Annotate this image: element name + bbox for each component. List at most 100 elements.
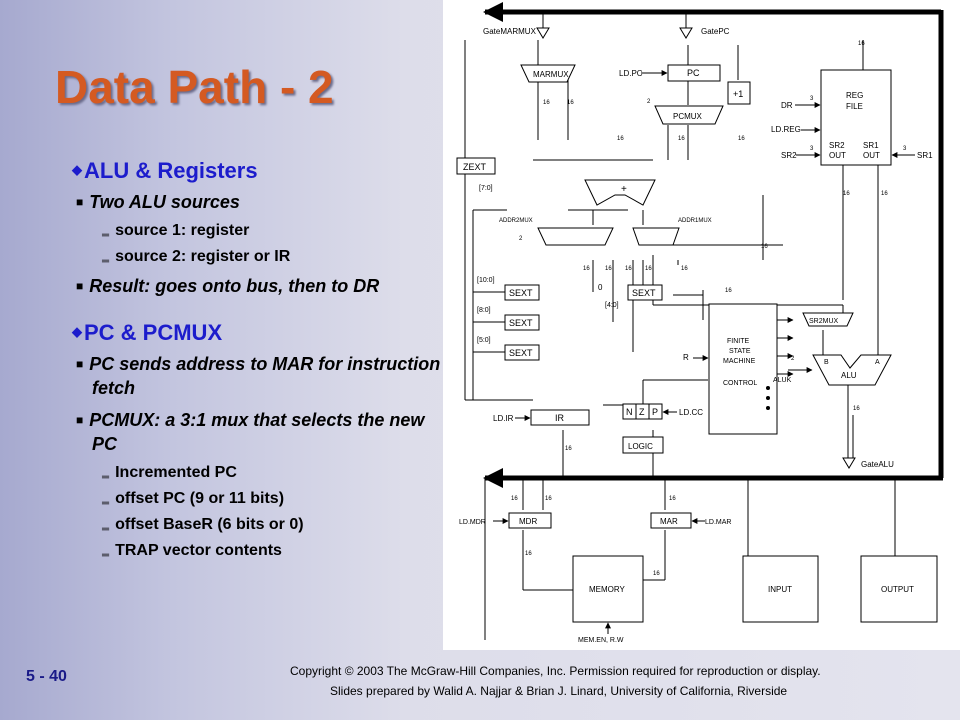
- sub-bullet-item: ═offset BaseR (6 bits or 0): [102, 516, 442, 535]
- sub-bullet-text: TRAP vector contents: [115, 542, 282, 559]
- label-pc: PC: [687, 68, 700, 78]
- width-16: 16: [605, 266, 612, 272]
- sub-bullet-text: Incremented PC: [115, 464, 237, 481]
- label-sr1out-2: OUT: [863, 151, 880, 160]
- width-16: 16: [669, 496, 676, 502]
- label-logic: LOGIC: [628, 442, 653, 451]
- logic-block: [622, 436, 664, 454]
- bus-width-labels: 16 16 16 16 16 16 16 16 16 16 16 16 16 1…: [511, 41, 907, 577]
- label-gatepc: GatePC: [701, 27, 730, 36]
- bullet-text: Two ALU sources: [89, 192, 240, 212]
- sr2mux-block: [802, 312, 854, 327]
- sext-block-9: [504, 314, 540, 331]
- copyright-notice: Copyright © 2003 The McGraw-Hill Compani…: [290, 664, 821, 678]
- label-gatemarmux: GateMARMUX: [483, 27, 537, 36]
- gate-marmux-buffer-icon: [536, 27, 550, 39]
- label-fsm-finite: FINITE: [727, 338, 749, 345]
- memory-block: [572, 555, 644, 623]
- label-bits-8-0: [8:0]: [477, 307, 491, 314]
- label-reg: REG: [846, 91, 863, 100]
- label-n: N: [626, 407, 633, 417]
- width-3: 3: [810, 96, 814, 102]
- label-control: CONTROL: [723, 380, 757, 387]
- label-zero: 0: [598, 283, 603, 292]
- incrementer: [727, 81, 751, 105]
- label-ldir: LD.IR: [493, 414, 514, 423]
- p-flag: [648, 403, 663, 420]
- bullet-item: ■ Result: goes onto bus, then to DR: [76, 274, 442, 298]
- label-mar: MAR: [660, 517, 678, 526]
- sext-block-11: [504, 284, 540, 301]
- label-sr2: SR2: [781, 151, 797, 160]
- section-heading-text: ALU & Registers: [84, 158, 258, 183]
- label-sr2mux: SR2MUX: [809, 318, 839, 325]
- label-pcmux: PCMUX: [673, 112, 703, 121]
- mdr-register: [508, 512, 552, 529]
- width-16: 16: [525, 551, 532, 557]
- datapath-diagram: GateMARMUX GatePC GateALU MARMUX PC LD.P…: [443, 0, 960, 650]
- width-2: 2: [647, 99, 651, 105]
- width-16: 16: [567, 100, 574, 106]
- width-16: 16: [858, 41, 865, 47]
- zext-block: [456, 157, 496, 175]
- bullet-text: Result: goes onto bus, then to DR: [89, 276, 380, 296]
- width-16: 16: [565, 446, 572, 452]
- sub-bullet-item: ═ source 2: register or IR: [102, 248, 442, 267]
- diamond-bullet-icon: ◆: [72, 162, 82, 177]
- marmux-block: [520, 64, 576, 83]
- slide-credits: Slides prepared by Walid A. Najjar & Bri…: [330, 684, 788, 698]
- section-heading-pc: ◆PC & PCMUX: [72, 320, 442, 346]
- sub-bullet-item: ═offset PC (9 or 11 bits): [102, 490, 442, 509]
- label-fsm-state: STATE: [729, 348, 751, 355]
- mar-register: [650, 512, 692, 529]
- top-bus: [483, 2, 944, 488]
- width-16: 16: [853, 406, 860, 412]
- alu-block: [812, 354, 892, 386]
- gate-alu-buffer-icon: [842, 457, 856, 469]
- dash-bullet-icon: ═: [102, 256, 110, 267]
- section-heading-alu: ◆ALU & Registers: [72, 158, 442, 184]
- slide-number: 5 - 40: [26, 668, 67, 685]
- addr2mux-block: [537, 227, 614, 246]
- label-adder-plus: +: [621, 184, 627, 195]
- label-sr1out-1: SR1: [863, 141, 879, 150]
- label-ldcc: LD.CC: [679, 408, 703, 417]
- sub-bullet-text: source 1: register: [115, 222, 250, 239]
- ir-register: [530, 409, 590, 426]
- dash-bullet-icon: ═: [102, 472, 110, 483]
- label-alu-b: B: [824, 359, 829, 366]
- square-bullet-icon: ■: [76, 413, 84, 427]
- sub-bullet-text: source 2: register or IR: [115, 248, 291, 265]
- bullet-text: PC sends address to MAR for instruction …: [89, 354, 441, 398]
- label-fsm-machine: MACHINE: [723, 358, 756, 365]
- width-2: 2: [519, 236, 523, 242]
- label-addr1mux: ADDR1MUX: [678, 218, 712, 224]
- label-sr2out-2: OUT: [829, 151, 846, 160]
- label-bits-10-0: [10:0]: [477, 277, 495, 284]
- label-memory: MEMORY: [589, 585, 626, 594]
- square-bullet-icon: ■: [76, 279, 84, 293]
- input-block: [742, 555, 819, 623]
- label-bits-5-0: [5:0]: [477, 337, 491, 344]
- width-16: 16: [645, 266, 652, 272]
- width-3: 3: [810, 146, 814, 152]
- label-marmux: MARMUX: [533, 70, 569, 79]
- label-bits-4-0: [4:0]: [605, 302, 619, 309]
- label-sext: SEXT: [509, 318, 533, 328]
- label-sext: SEXT: [509, 348, 533, 358]
- label-ldmar: LD.MAR: [705, 519, 731, 526]
- label-r: R: [683, 353, 689, 362]
- address-adder: [584, 179, 656, 206]
- dash-bullet-icon: ═: [102, 230, 110, 241]
- label-zext-bits: [7:0]: [479, 185, 493, 192]
- register-file: [820, 69, 892, 166]
- label-addr2mux: ADDR2MUX: [499, 218, 533, 224]
- sext-block-5: [627, 284, 663, 301]
- label-zext: ZEXT: [463, 162, 487, 172]
- datapath-svg: GateMARMUX GatePC GateALU MARMUX PC LD.P…: [456, 2, 944, 644]
- width-16: 16: [625, 266, 632, 272]
- width-16: 16: [583, 266, 590, 272]
- width-16: 16: [761, 244, 768, 250]
- label-ldreg: LD.REG: [771, 125, 801, 134]
- label-alu-a: A: [875, 359, 880, 366]
